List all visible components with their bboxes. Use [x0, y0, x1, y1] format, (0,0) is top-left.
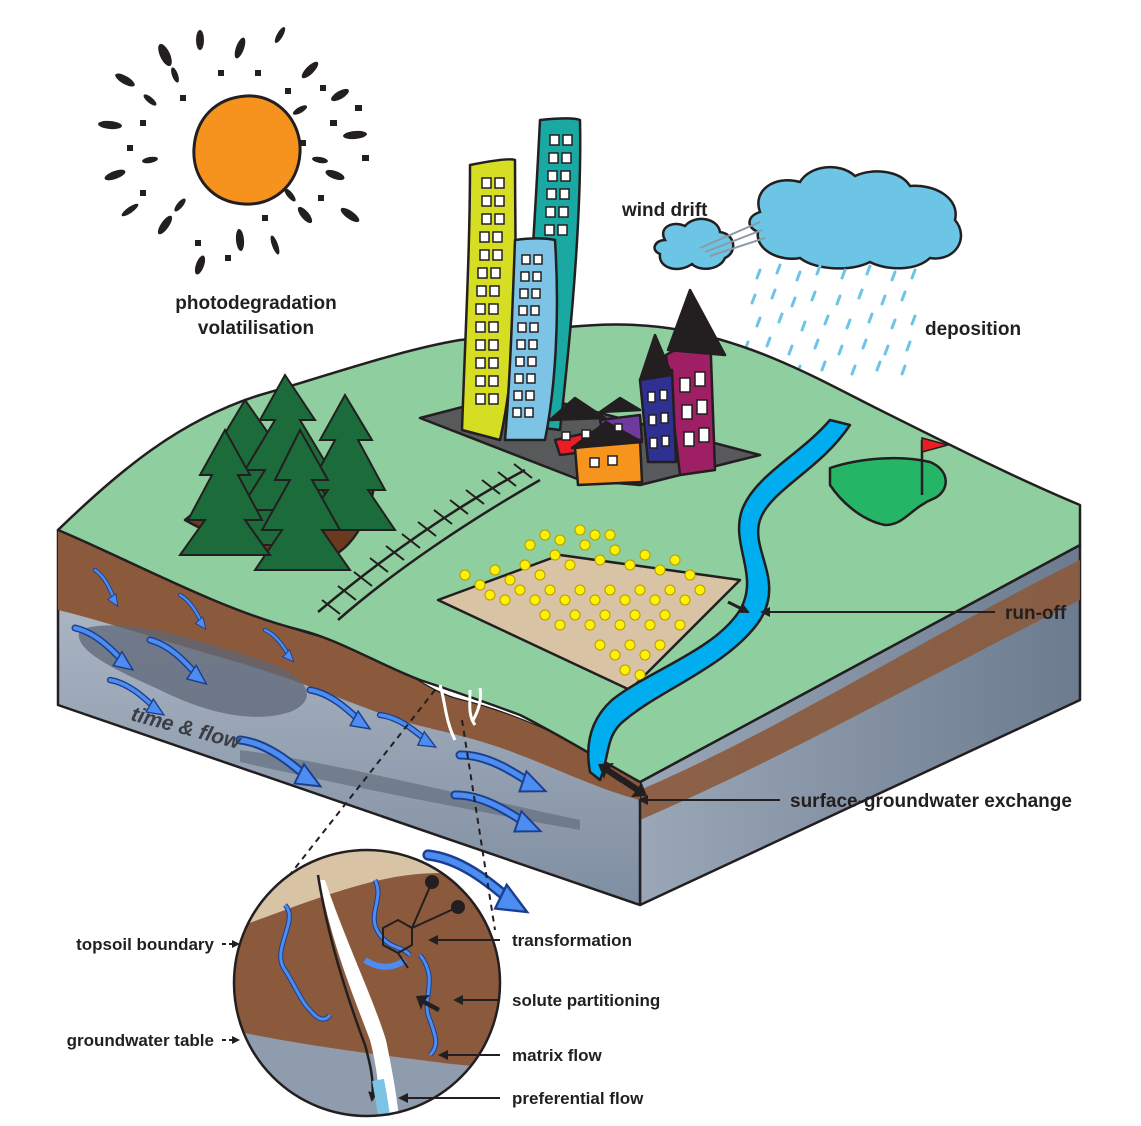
- sun-rays-icon: [98, 27, 369, 275]
- sun-group: [98, 27, 369, 275]
- building-icon: [460, 117, 727, 487]
- surface-groundwater-exchange-label: surface-groundwater exchange: [790, 791, 1072, 812]
- railway-icon: [317, 463, 541, 621]
- soil-magnifier: [232, 848, 502, 1118]
- cloud-icon: [653, 165, 963, 271]
- transformation-label: transformation: [512, 931, 632, 950]
- building-windows: [475, 134, 710, 468]
- volatilisation-label: volatilisation: [198, 318, 314, 339]
- preferential-flow-label: preferential flow: [512, 1089, 644, 1108]
- lens-leader-lines: [222, 935, 500, 1103]
- flower-field-icon: [436, 524, 742, 692]
- matrix-flow-label: matrix flow: [512, 1046, 603, 1065]
- topsoil-boundary-label: topsoil boundary: [76, 935, 214, 954]
- golf-course: [828, 437, 951, 527]
- tree-icon: [178, 373, 397, 571]
- wind-drift-label: wind drift: [621, 200, 708, 221]
- leader-lines: [638, 607, 995, 805]
- molecule-icon: [382, 875, 465, 969]
- run-off-label: run-off: [1005, 603, 1067, 624]
- forest-group: [178, 373, 397, 571]
- zoom-lines: [269, 689, 496, 931]
- runoff-arrow-icon: [727, 600, 750, 614]
- exchange-double-arrow: [598, 763, 647, 797]
- photodegradation-label: photodegradation: [175, 293, 336, 314]
- deposition-label: deposition: [925, 319, 1021, 340]
- solute-partitioning-label: solute partitioning: [512, 991, 660, 1010]
- sun-icon: [192, 94, 302, 206]
- river-icon: [587, 418, 852, 782]
- flag-icon: [921, 437, 951, 453]
- groundwater-table-label: groundwater table: [67, 1031, 214, 1050]
- preferential-crack: [438, 684, 482, 741]
